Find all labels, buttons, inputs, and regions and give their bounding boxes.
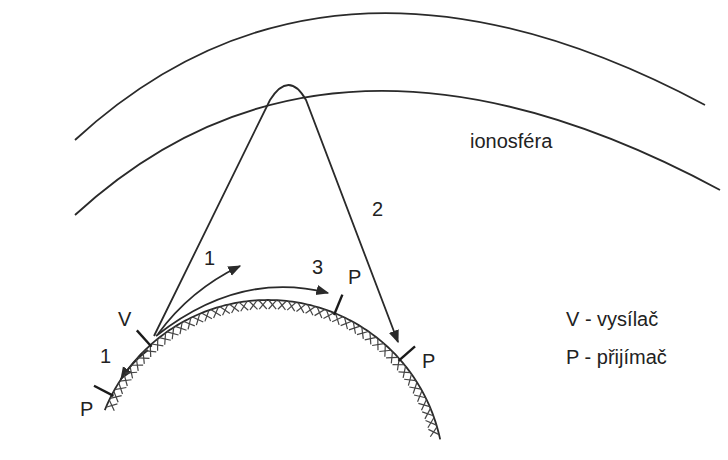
callout-number: 1 <box>204 247 215 269</box>
ground-hatching <box>114 391 118 402</box>
ground-hatching <box>372 344 384 346</box>
ground-hatching <box>269 300 277 309</box>
ground-hatching <box>399 371 411 373</box>
earth-arc <box>105 300 440 439</box>
ground-hatching <box>188 318 191 330</box>
ground-hatching <box>250 300 257 310</box>
legend-text: P - přijímač <box>566 346 667 368</box>
ground-hatching <box>214 307 219 318</box>
ground-hatching <box>422 412 433 416</box>
ground-hatching <box>259 300 267 309</box>
ground-hatching <box>306 306 316 313</box>
ground-hatching <box>157 339 158 351</box>
receiver-label: P <box>348 266 361 288</box>
ground-hatching <box>143 352 144 364</box>
receiver-mark <box>334 295 342 315</box>
ground-hatching <box>414 395 426 398</box>
callout-number: 3 <box>312 256 323 278</box>
direct-wave-ray <box>158 266 240 334</box>
ground-hatching <box>409 387 421 389</box>
ground-hatching <box>386 357 398 359</box>
ground-hatching <box>119 383 123 394</box>
ground-hatching <box>349 326 360 330</box>
sky-wave-ray <box>154 85 398 342</box>
ground-hatching <box>164 333 166 345</box>
ground-hatching <box>130 367 132 379</box>
ground-hatching <box>315 309 325 315</box>
ionosphere-inner-arc <box>75 91 720 215</box>
transmitter-label: V <box>118 308 131 330</box>
ground-hatching <box>278 301 286 309</box>
ground-hatching <box>332 317 343 322</box>
callout-number: 2 <box>372 198 383 220</box>
receiver-label: P <box>422 350 435 372</box>
ionosphere-outer-arc <box>75 13 705 140</box>
callout-number: 1 <box>100 345 111 367</box>
ground-hatching <box>428 429 439 434</box>
ground-hatching <box>418 403 429 406</box>
ground-hatching <box>296 304 305 311</box>
ground-hatching <box>180 322 182 334</box>
ground-hatching <box>379 350 391 351</box>
ground-hatching <box>223 305 228 316</box>
ground-hatching <box>136 359 138 371</box>
receiver-label: P <box>80 398 93 420</box>
ground-hatching <box>241 301 247 311</box>
ground-hatching <box>196 314 199 325</box>
ground-hatching <box>124 375 127 386</box>
earth-surface <box>94 295 440 440</box>
ground-hatching <box>205 310 209 321</box>
receiver-mark <box>399 346 416 361</box>
legend-text: V - vysílač <box>566 308 658 330</box>
ground-hatching <box>357 331 368 334</box>
ground-hatching <box>426 421 437 426</box>
ground-wave-ray <box>156 287 328 336</box>
ground-hatching <box>404 379 416 380</box>
ground-hatching <box>287 302 296 310</box>
ground-hatching <box>341 321 352 325</box>
ground-hatching <box>249 301 258 309</box>
ground-hatching <box>172 327 173 339</box>
ground-hatching <box>232 303 238 313</box>
ground-hatching <box>259 300 267 309</box>
ground-hatching <box>269 300 277 309</box>
ground-hatching <box>109 400 114 411</box>
region-label: ionosféra <box>470 130 552 152</box>
ground-hatching <box>323 313 333 319</box>
ground-hatching <box>278 300 285 310</box>
ground-hatching <box>365 337 377 340</box>
ground-hatching <box>392 364 404 365</box>
transmitter-mark <box>137 330 152 346</box>
receiver-mark <box>94 386 114 396</box>
